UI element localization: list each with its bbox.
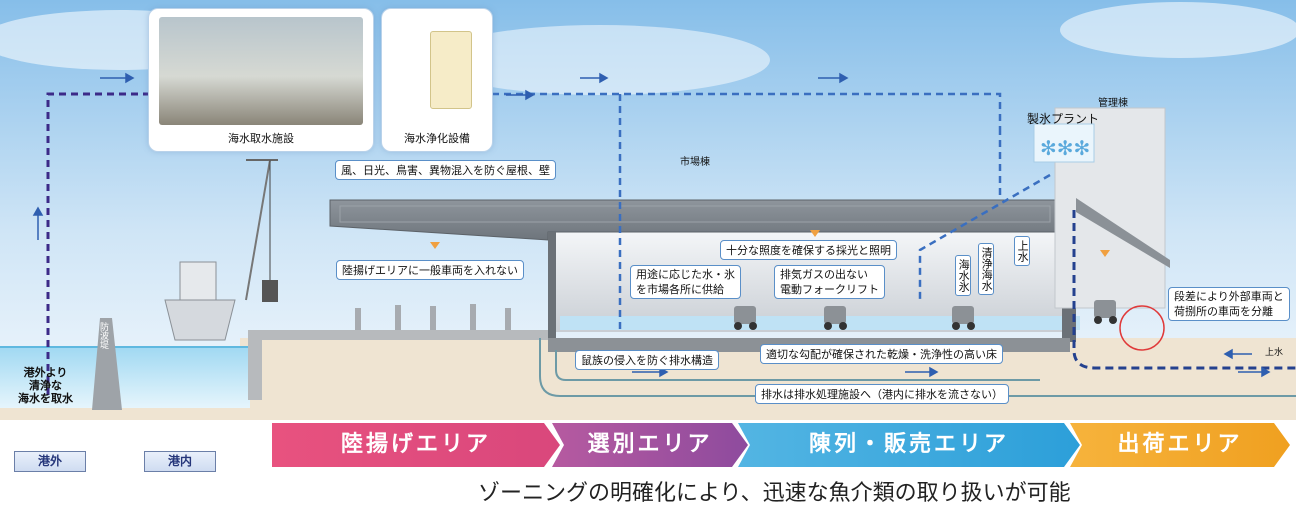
cloud xyxy=(430,25,770,95)
ice-pipe xyxy=(918,173,1051,300)
legend-outer-harbor: 港外 xyxy=(14,451,86,472)
lighting-annotation: 十分な照度を確保する採光と照明 xyxy=(720,240,897,260)
breakwater xyxy=(92,318,122,410)
tap-water-pipe xyxy=(1072,210,1296,370)
no-vehicles-annotation: 陸揚げエリアに一般車両を入れない xyxy=(336,260,524,280)
sea-ice-label: 海水氷 xyxy=(955,255,972,296)
zone-shipping: 出荷エリア xyxy=(1070,423,1290,467)
purifier-facility-card: 海水浄化設備 xyxy=(381,8,493,152)
roof-annotation: 風、日光、鳥害、異物混入を防ぐ屋根、壁 xyxy=(335,160,556,180)
market-wall-left xyxy=(548,232,556,342)
zone-display-sales: 陳列・販売エリア xyxy=(738,423,1080,467)
roof-truss xyxy=(339,205,1051,223)
forklift xyxy=(734,306,757,330)
purifier-facility-label: 海水浄化設備 xyxy=(404,132,470,145)
intake-note-line3: 海水を取水 xyxy=(18,392,73,405)
intake-facility-card: 海水取水施設 xyxy=(148,8,374,152)
tank-icon xyxy=(430,31,472,109)
level-line1: 段差により外部車両と xyxy=(1174,290,1284,303)
forklift xyxy=(1094,300,1117,324)
snowflake-icon: ✻✻✻ xyxy=(1040,136,1090,160)
legend-inner-harbor: 港内 xyxy=(144,451,216,472)
admin-roof-slope xyxy=(1076,198,1170,268)
quay-pillar xyxy=(248,330,262,400)
drain-pipe xyxy=(539,338,1296,397)
flow-arrows xyxy=(32,72,1271,378)
floor-annotation: 適切な勾配が確保された乾燥・洗浄性の高い床 xyxy=(760,344,1003,364)
forklift xyxy=(952,306,975,330)
level-separation-annotation: 段差により外部車両と 荷捌所の車両を分離 xyxy=(1168,287,1290,321)
blue-floor-strip xyxy=(560,316,1080,330)
forklift-line2: 電動フォークリフト xyxy=(780,283,879,296)
forklift-annotation: 排気ガスの出ない 電動フォークリフト xyxy=(774,265,885,299)
step-highlight xyxy=(1119,305,1165,351)
workers xyxy=(355,304,511,330)
drain-pipe-inner xyxy=(555,350,1040,381)
tap-water-label: 上水 xyxy=(1014,236,1031,266)
cloud xyxy=(1060,2,1296,58)
seawater-pipe-outer xyxy=(46,92,150,395)
fishing-boat xyxy=(164,159,278,341)
clean-sea-label: 清浄海水 xyxy=(978,243,995,295)
admin-building-label: 管理棟 xyxy=(1098,98,1128,109)
market-building-label: 市場棟 xyxy=(680,157,710,168)
light-icons xyxy=(430,230,1110,257)
intake-facility-label: 海水取水施設 xyxy=(228,132,294,145)
intake-note: 港外より 清浄な 海水を取水 xyxy=(18,366,73,405)
intake-note-line2: 清浄な xyxy=(29,379,62,392)
forklift xyxy=(824,306,847,330)
quay xyxy=(248,330,548,340)
intake-photo xyxy=(159,17,363,125)
water-ice-annotation: 用途に応じた水・氷 を市場各所に供給 xyxy=(630,265,741,299)
intake-note-line1: 港外より xyxy=(23,366,68,379)
tap-water-right-label: 上水 xyxy=(1265,348,1284,358)
level-line2: 荷捌所の車両を分離 xyxy=(1174,305,1273,318)
ice-plant-box xyxy=(1033,123,1095,163)
water-ice-line2: を市場各所に供給 xyxy=(636,283,724,296)
rodent-annotation: 鼠族の侵入を防ぐ排水構造 xyxy=(575,350,719,370)
forklift-line1: 排気ガスの出ない xyxy=(780,268,868,281)
caption: ゾーニングの明確化により、迅速な魚介類の取り扱いが可能 xyxy=(478,481,1071,506)
ice-plant-label: 製氷プラント xyxy=(1027,112,1100,126)
drain-annotation: 排水は排水処理施設へ（港内に排水を流さない） xyxy=(755,384,1009,404)
sea xyxy=(0,346,250,408)
zone-sorting: 選別エリア xyxy=(552,423,748,467)
clean-water-pipe xyxy=(492,92,1002,128)
breakwater-label: 防波堤 xyxy=(98,322,108,349)
zone-landing: 陸揚げエリア xyxy=(272,423,560,467)
water-ice-line1: 用途に応じた水・氷 xyxy=(636,268,735,281)
